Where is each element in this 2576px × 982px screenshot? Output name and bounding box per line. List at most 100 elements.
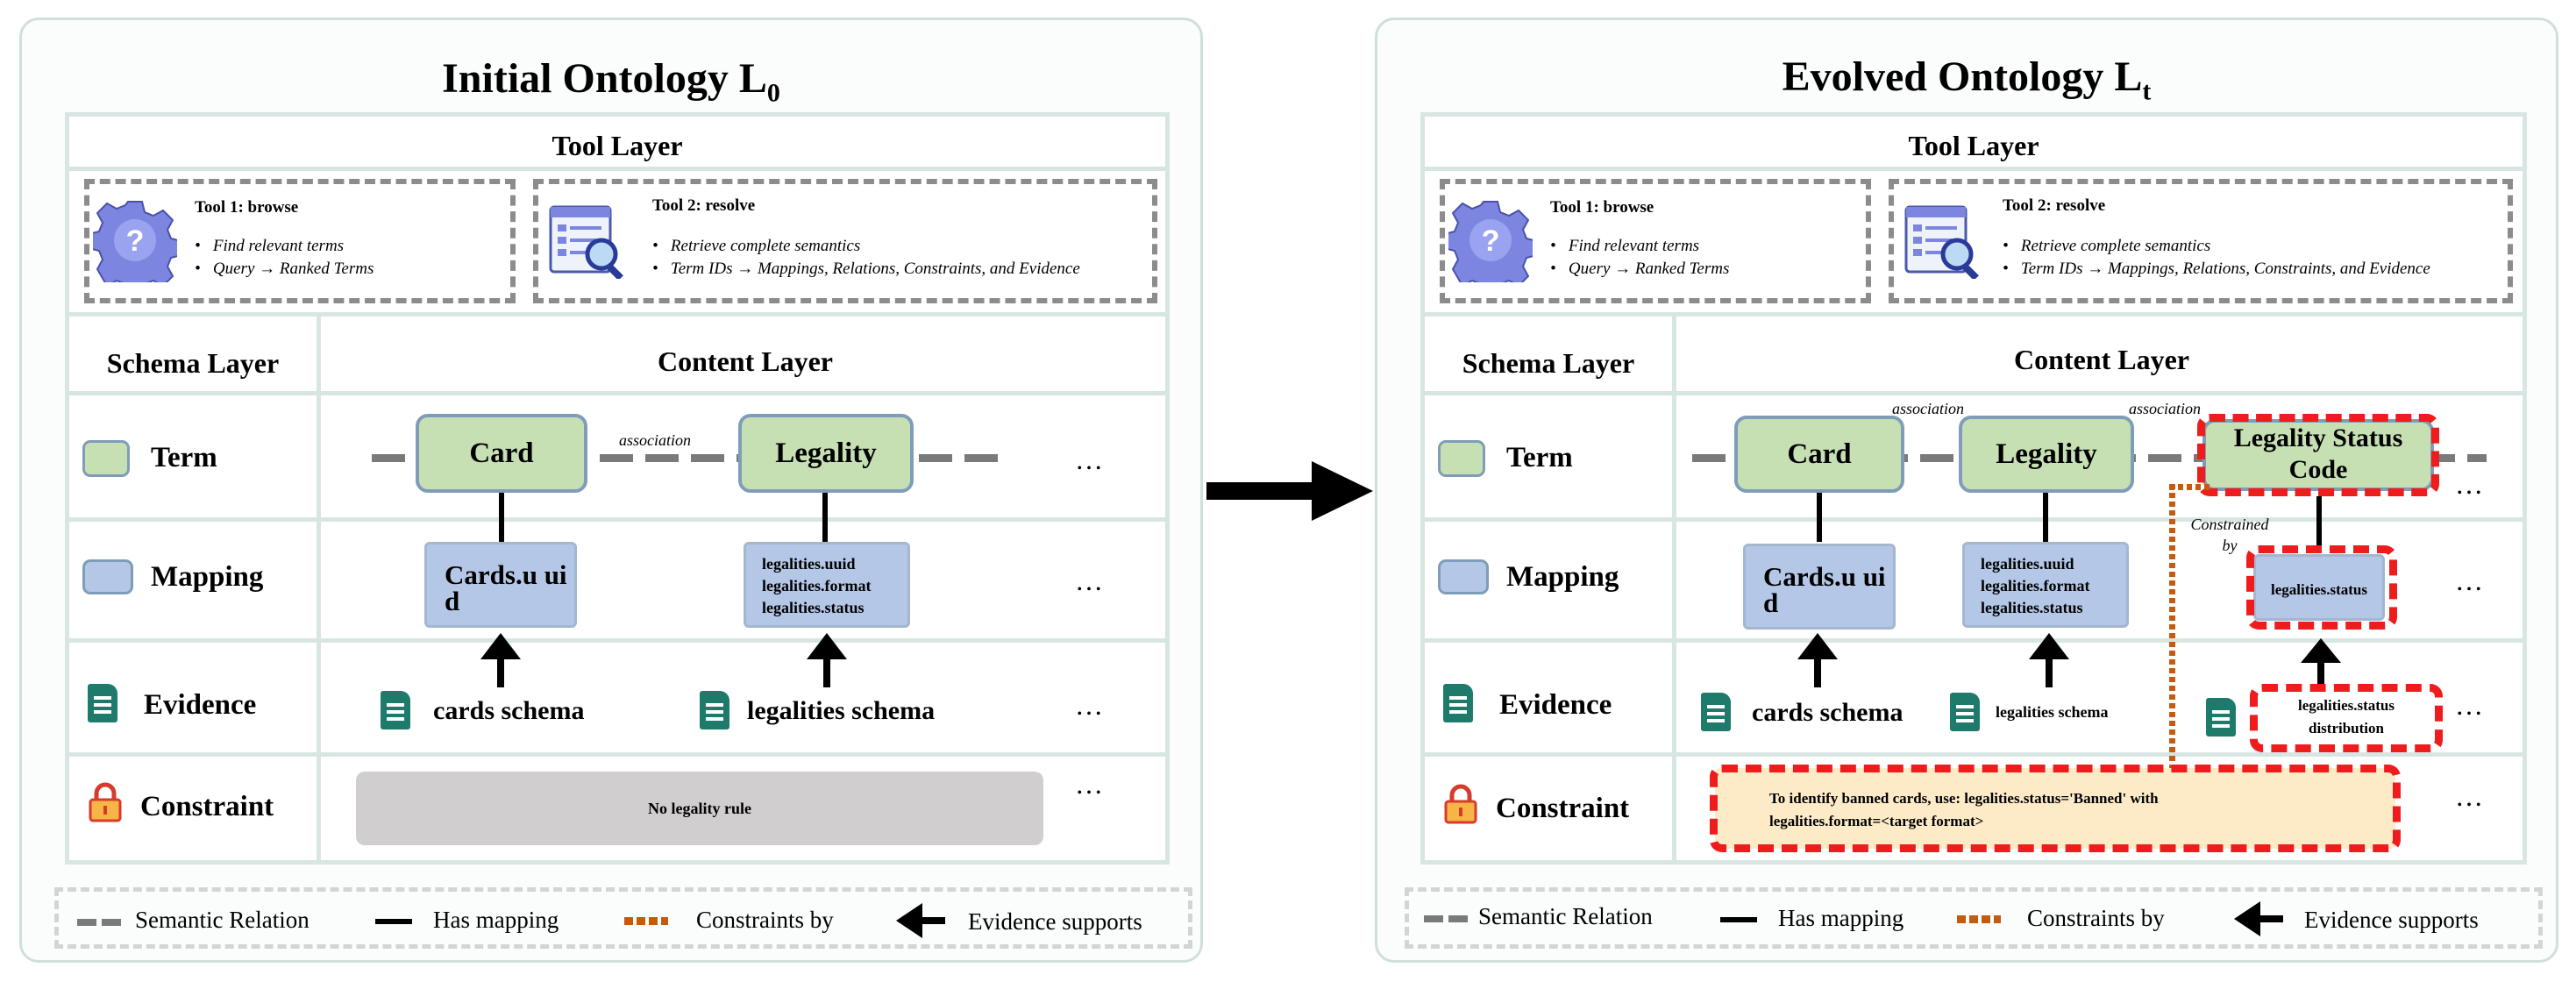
legend-constraints-by: Constraints by	[696, 907, 834, 933]
tool2-title: Tool 2: resolve	[2003, 196, 2106, 215]
legend-semantic-relation: Semantic Relation	[135, 907, 310, 933]
evidence-doc-icon	[1950, 693, 1980, 731]
document-search-icon	[1904, 203, 1985, 281]
legend-has-mapping: Has mapping	[433, 907, 559, 933]
mapping-node-card: Cards.u uid	[424, 542, 577, 628]
tool2-box	[533, 179, 1157, 303]
evidence-arrow	[480, 633, 521, 687]
divider	[65, 312, 1170, 317]
ellipsis: …	[2455, 780, 2486, 812]
association-label: association	[1892, 400, 1965, 417]
tool1-title: Tool 1: browse	[195, 198, 299, 217]
legend-constraint-line	[1957, 915, 2001, 923]
evidence-cards-schema: cards schema	[1752, 698, 1904, 727]
schema-layer-header: Schema Layer	[1462, 347, 1635, 379]
evidence-arrow	[807, 633, 847, 687]
ellipsis: …	[1075, 768, 1106, 800]
constraint-box-new	[1715, 768, 2395, 849]
panel-title-evolved: Evolved Ontology Lt	[1782, 53, 2152, 106]
constraint-text: To identify banned cards, use: legalitie…	[1769, 790, 2159, 829]
legend-evidence-arrow	[896, 903, 945, 938]
tool2-bullet: • Retrieve complete semantics	[652, 237, 861, 255]
constraint-box-empty: No legality rule	[356, 772, 1043, 845]
constrained-by-label: Constrained by	[2190, 516, 2269, 554]
new-constraint-highlight	[1710, 765, 2401, 852]
new-evidence-highlight	[2250, 684, 2443, 752]
evidence-status-distribution: legalities.status distribution	[2297, 697, 2395, 736]
tool1-bullet: • Find relevant terms	[1550, 237, 1700, 255]
evidence-doc-icon	[2206, 698, 2236, 736]
mapping-node-legality: legalities.uuid legalities.format legali…	[1962, 542, 2129, 628]
evolution-arrow	[1206, 461, 1373, 521]
mapping-node-card: Cards.u uid	[1743, 544, 1896, 630]
term-icon	[82, 440, 130, 477]
legend-mapping-line	[1720, 917, 1757, 922]
legend-box	[54, 887, 1192, 949]
evidence-doc-icon	[381, 691, 410, 729]
ellipsis: …	[2455, 468, 2486, 500]
term-node-card: Card	[416, 414, 587, 493]
row-label-mapping: Mapping	[1506, 561, 1619, 593]
row-label-term: Term	[1506, 442, 1573, 473]
has-mapping-line	[2316, 496, 2322, 545]
legend-mapping-line	[375, 919, 412, 924]
has-mapping-line	[822, 493, 828, 542]
mapping-node-status: legalities.status	[2253, 554, 2385, 621]
has-mapping-line	[1817, 493, 1822, 542]
divider	[1420, 638, 2527, 643]
svg-text:?: ?	[126, 224, 145, 258]
semantic-relation-line	[372, 454, 1008, 462]
divider	[65, 167, 1170, 171]
evidence-doc-icon	[700, 691, 729, 729]
evidence-arrow	[1797, 633, 1838, 687]
ellipsis: …	[2455, 689, 2486, 721]
tool1-title: Tool 1: browse	[1550, 198, 1654, 217]
legend-evidence-arrow	[2234, 901, 2283, 936]
legend-constraints-by: Constraints by	[2027, 905, 2165, 931]
row-label-constraint: Constraint	[1496, 793, 1630, 824]
lock-icon	[88, 782, 123, 822]
content-layer-header: Content Layer	[2014, 344, 2189, 375]
tool1-box	[1440, 179, 1871, 303]
ellipsis: …	[1075, 689, 1106, 721]
tool2-bullet: • Retrieve complete semantics	[2003, 237, 2211, 255]
ontology-grid-initial	[65, 112, 1170, 865]
mapping-icon	[82, 559, 133, 594]
divider	[65, 391, 1170, 395]
divider	[1420, 167, 2527, 171]
row-label-evidence: Evidence	[144, 689, 257, 721]
schema-layer-header: Schema Layer	[106, 347, 280, 379]
tool-layer-header: Tool Layer	[1908, 130, 2039, 161]
divider	[65, 517, 1170, 522]
constraint-dotted-line	[2169, 484, 2210, 490]
has-mapping-line	[499, 493, 504, 542]
evidence-legalities-schema: legalities schema	[1996, 703, 2109, 721]
new-mapping-highlight	[2246, 545, 2397, 630]
legend-has-mapping: Has mapping	[1778, 905, 1904, 931]
panel-title-initial: Initial Ontology L0	[442, 55, 780, 108]
divider	[65, 752, 1170, 757]
divider	[317, 312, 321, 865]
has-mapping-line	[2043, 493, 2048, 542]
tool1-box	[84, 179, 516, 303]
mapping-node-legality: legalities.uuid legalities.format legali…	[744, 542, 910, 628]
legend-semantic-relation: Semantic Relation	[1478, 903, 1653, 929]
gear-question-icon: ?	[88, 198, 182, 295]
evidence-legalities-schema: legalities schema	[747, 696, 936, 725]
tool2-bullet: • Term IDs → Mappings, Relations, Constr…	[2003, 260, 2430, 278]
tool2-bullet: • Term IDs → Mappings, Relations, Constr…	[652, 260, 1080, 278]
row-label-term: Term	[151, 442, 217, 473]
divider	[65, 638, 1170, 643]
lock-icon	[1443, 784, 1478, 824]
ellipsis: …	[2455, 565, 2486, 596]
evidence-cards-schema: cards schema	[433, 696, 585, 725]
divider	[1420, 752, 2527, 757]
term-node-card: Card	[1734, 416, 1904, 493]
divider	[1420, 312, 2527, 317]
divider	[1420, 517, 2527, 522]
ellipsis: …	[1075, 444, 1106, 475]
legend-box	[1405, 887, 2543, 949]
tool1-bullet: • Find relevant terms	[195, 237, 345, 255]
legend-semantic-line	[77, 919, 121, 926]
tool2-title: Tool 2: resolve	[652, 196, 756, 215]
